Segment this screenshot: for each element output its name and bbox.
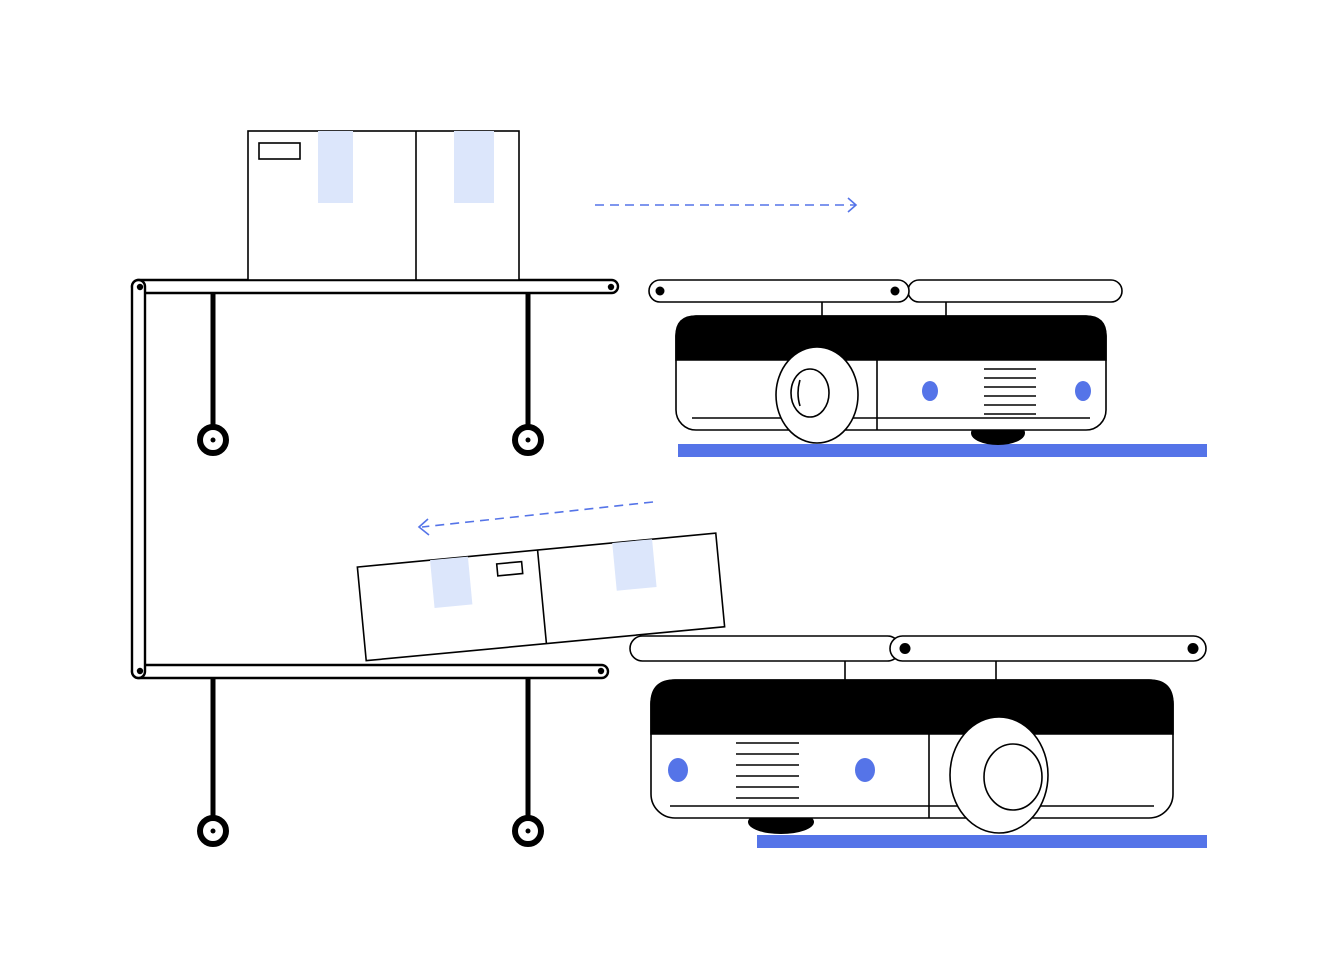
- floor-line-icon: [757, 835, 1207, 848]
- floor-line-icon: [678, 444, 1207, 457]
- robot-wheel-icon: [775, 346, 859, 444]
- robot-roller: [629, 635, 901, 662]
- robot-roller: [907, 279, 1123, 303]
- box-tape: [430, 556, 473, 608]
- upper-conveyor-shelf: [130, 278, 620, 295]
- box-label: [258, 142, 301, 160]
- box-tape: [612, 539, 657, 591]
- lower-legs: [197, 678, 544, 847]
- arrow-left-icon: [417, 501, 654, 536]
- robot-light: [1075, 381, 1091, 401]
- robot-light: [668, 758, 688, 782]
- lower-conveyor-shelf: [130, 663, 610, 680]
- robot-light: [855, 758, 875, 782]
- upper-legs: [197, 293, 544, 456]
- box-label: [495, 560, 524, 577]
- cardboard-box-icon: [247, 130, 520, 281]
- robot-vent: [984, 368, 1036, 415]
- robot-vent: [736, 742, 799, 799]
- stand-frame: [130, 278, 147, 680]
- box-tape: [318, 131, 353, 203]
- robot-light: [922, 381, 938, 401]
- conveyor-stand-icon: [130, 278, 620, 847]
- agv-robot-icon: [648, 279, 1207, 457]
- robot-roller: [889, 635, 1207, 662]
- cardboard-box-icon: [356, 532, 726, 662]
- arrow-right-icon: [595, 197, 858, 213]
- robot-roller: [648, 279, 910, 303]
- box-tape: [454, 131, 494, 203]
- robot-wheel-icon: [949, 716, 1049, 834]
- agv-robot-icon: [629, 635, 1207, 848]
